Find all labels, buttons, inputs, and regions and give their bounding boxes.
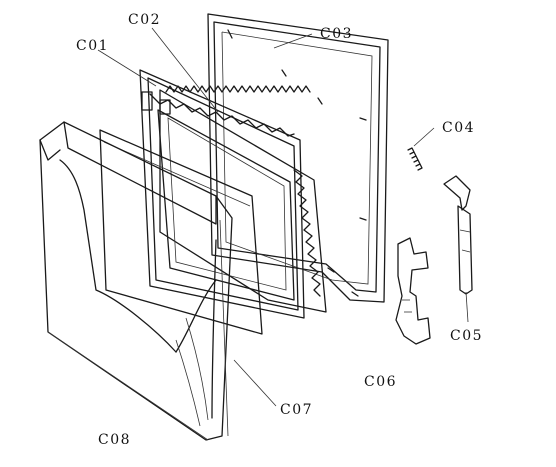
part-c01-inner-frame — [139, 69, 321, 319]
label-c07: C07 — [280, 402, 313, 418]
label-c03: C03 — [320, 26, 353, 42]
part-c04-spring — [407, 127, 435, 171]
label-c01: C01 — [76, 38, 109, 54]
label-c02: C02 — [128, 12, 161, 28]
label-c08: C08 — [98, 432, 131, 448]
part-c08-front-frame — [39, 121, 233, 441]
part-door-glass — [157, 109, 295, 301]
part-c06-latch — [395, 237, 431, 345]
label-c04: C04 — [442, 120, 475, 136]
label-c06: C06 — [364, 374, 397, 390]
part-c07-middle-panel — [99, 129, 277, 407]
leader-lines — [97, 27, 313, 113]
part-c05-lever — [443, 175, 473, 323]
part-c03-back-frame — [207, 13, 389, 303]
label-c05: C05 — [450, 328, 483, 344]
